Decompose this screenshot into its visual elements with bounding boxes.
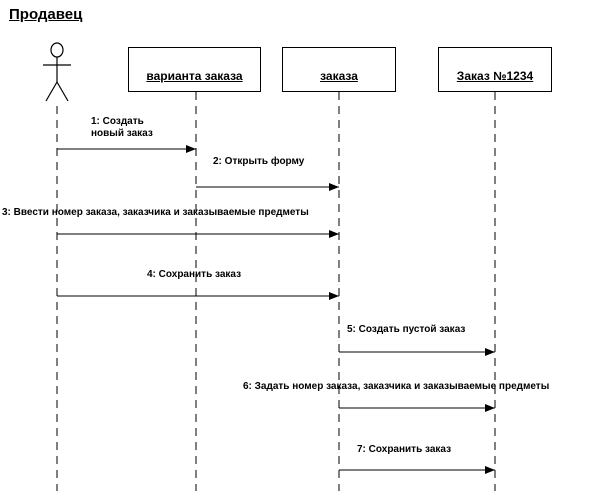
object-order-variant-box: варианта заказа [128, 47, 261, 92]
diagram-title: Продавец [9, 6, 83, 23]
message-label-7: 7: Сохранить заказ [357, 444, 452, 455]
message-label-6: 6: Задать номер заказа, заказчика и зака… [243, 381, 550, 392]
object-order-1234-label: Заказ №1234 [456, 69, 534, 83]
object-order-box: заказа [282, 47, 396, 92]
message-label-3: 3: Ввести номер заказа, заказчика и зака… [2, 207, 309, 218]
object-order-label: заказа [320, 69, 358, 83]
actor-seller-figure [43, 42, 71, 102]
message-label-5: 5: Создать пустой заказ [347, 324, 466, 335]
message-label-2: 2: Открыть форму [213, 156, 305, 167]
message-label-4: 4: Сохранить заказ [147, 269, 242, 280]
object-order-1234-box: Заказ №1234 [438, 47, 552, 92]
message-label-1: 1: Создать новый заказ [91, 116, 153, 139]
object-order-variant-label: варианта заказа [146, 69, 243, 83]
